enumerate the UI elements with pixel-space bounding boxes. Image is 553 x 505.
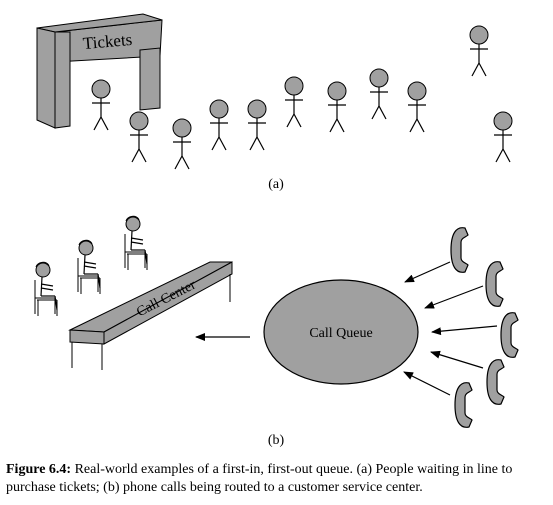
person-in-line xyxy=(91,79,111,131)
panel-a: Tickets (a) xyxy=(36,13,513,192)
person-arriving xyxy=(493,111,513,163)
figure-illustration: Tickets (a) xyxy=(34,13,519,448)
phone-icon xyxy=(450,227,469,273)
agent-at-desk xyxy=(34,261,58,317)
phone-icon xyxy=(486,359,505,405)
person-in-line xyxy=(327,81,347,133)
ticket-booth: Tickets xyxy=(36,13,163,129)
call-queue: Call Queue xyxy=(263,279,419,385)
incoming-call-arrows xyxy=(403,261,498,396)
person-in-line xyxy=(284,76,304,128)
panel-b: Call Center Call Queue (b) xyxy=(34,215,519,448)
phone-icon xyxy=(454,382,473,428)
agent-at-desk xyxy=(77,239,101,295)
figure-caption: Figure 6.4: Real-world examples of a fir… xyxy=(6,461,551,497)
phone-icon xyxy=(500,312,519,358)
person-in-line xyxy=(369,68,389,120)
person-in-line xyxy=(129,111,149,163)
agent-at-desk xyxy=(124,215,148,271)
booth-sign-text: Tickets xyxy=(82,30,133,53)
person-in-line xyxy=(407,81,427,133)
call-queue-label: Call Queue xyxy=(309,326,372,341)
panel-b-label: (b) xyxy=(268,433,285,448)
person-arriving xyxy=(469,25,489,77)
person-in-line xyxy=(172,118,192,170)
person-in-line xyxy=(247,99,267,151)
phone-icon xyxy=(485,261,504,307)
panel-a-label: (a) xyxy=(268,177,284,192)
call-center-desk: Call Center xyxy=(68,261,233,370)
caption-text: Real-world examples of a first-in, first… xyxy=(6,462,513,495)
caption-lead: Figure 6.4: xyxy=(6,462,72,477)
person-in-line xyxy=(209,99,229,151)
